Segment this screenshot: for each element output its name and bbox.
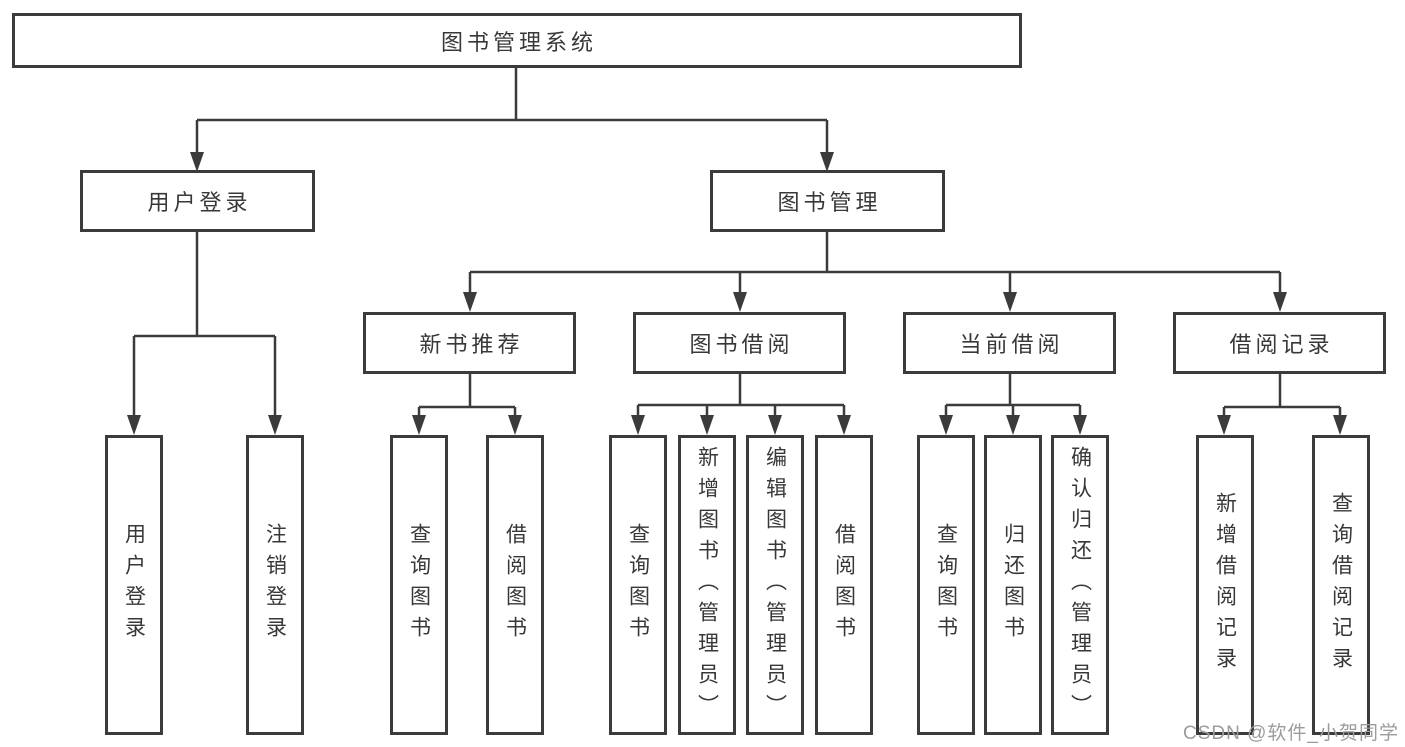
leaf-query-books-current: 查询图书 — [917, 435, 975, 735]
node-borrow-records: 借阅记录 — [1173, 312, 1386, 374]
leaf-query-borrow-record: 查询借阅记录 — [1312, 435, 1370, 735]
leaf-user-login: 用户登录 — [105, 435, 163, 735]
node-book-borrowing: 图书借阅 — [633, 312, 846, 374]
node-book-management: 图书管理 — [710, 170, 945, 232]
node-user-login-group: 用户登录 — [80, 170, 315, 232]
leaf-edit-books-admin: 编辑图书（管理员） — [746, 435, 804, 735]
leaf-add-borrow-record: 新增借阅记录 — [1196, 435, 1254, 735]
node-new-book-recommend: 新书推荐 — [363, 312, 576, 374]
connector-path — [132, 68, 1342, 421]
leaf-return-books: 归还图书 — [984, 435, 1042, 735]
leaf-query-books-recommend: 查询图书 — [390, 435, 448, 735]
csdn-watermark: CSDN @软件_小贺同学 — [1183, 723, 1399, 744]
leaf-add-books-admin: 新增图书（管理员） — [678, 435, 736, 735]
arrowheads — [127, 152, 1347, 435]
leaf-confirm-return-admin: 确认归还（管理员） — [1051, 435, 1109, 735]
leaf-borrow-books-borrowing: 借阅图书 — [815, 435, 873, 735]
leaf-query-books-borrowing: 查询图书 — [609, 435, 667, 735]
leaf-borrow-books-recommend: 借阅图书 — [486, 435, 544, 735]
node-current-borrowing: 当前借阅 — [903, 312, 1116, 374]
leaf-logout: 注销登录 — [246, 435, 304, 735]
node-library-system: 图书管理系统 — [12, 13, 1022, 68]
